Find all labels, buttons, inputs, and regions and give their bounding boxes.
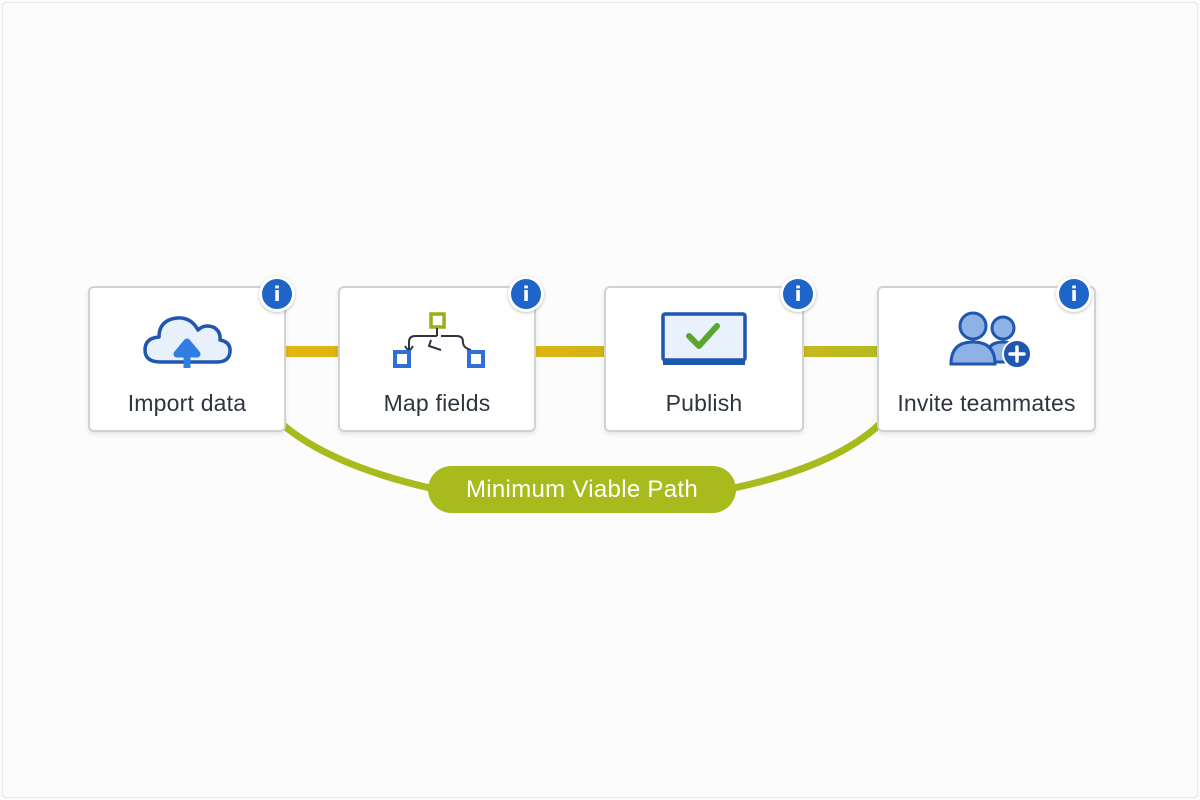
path-label-text: Minimum Viable Path [465,475,699,503]
step-label: Import data [127,390,247,416]
step-label: Map fields [383,390,491,416]
monitor-check-icon [661,312,747,365]
connector-map-to-publish [533,346,607,357]
minimum-viable-path-label: Minimum Viable Path [428,466,736,513]
field-mapping-icon [393,312,485,368]
info-button-import-data[interactable]: i [259,276,295,312]
info-button-invite-teammates[interactable]: i [1056,276,1092,312]
step-card-invite-teammates[interactable]: Invite teammates [877,286,1096,432]
step-card-map-fields[interactable]: Map fields [338,286,536,432]
step-label: Invite teammates [897,390,1076,416]
info-button-map-fields[interactable]: i [508,276,544,312]
info-icon: i [522,282,530,306]
info-icon: i [1070,282,1078,306]
cloud-upload-icon [143,316,232,368]
info-icon: i [794,282,802,306]
info-icon: i [273,282,281,306]
step-card-publish[interactable]: Publish [604,286,804,432]
step-label: Publish [665,390,743,416]
info-button-publish[interactable]: i [780,276,816,312]
connector-publish-to-invite [802,346,882,357]
add-users-icon [948,311,1032,369]
connector-import-to-map [284,346,342,357]
step-card-import-data[interactable]: Import data [88,286,286,432]
